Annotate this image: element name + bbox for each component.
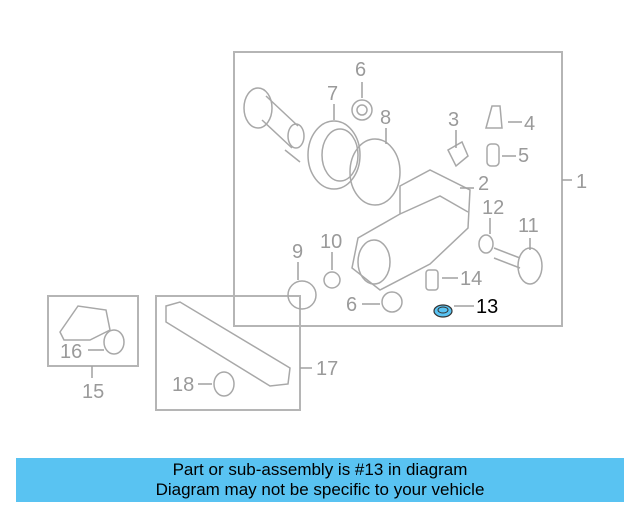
banner-line-2: Diagram may not be specific to your vehi… <box>155 480 485 499</box>
flange-part-11 <box>493 247 543 285</box>
bushing-part <box>351 99 373 121</box>
callout-9: 9 <box>292 241 303 263</box>
parts-diagram: 1 2 3 4 5 6 7 8 9 10 11 12 13 14 15 16 1… <box>47 51 587 411</box>
bracket-part <box>447 140 469 168</box>
sleeve-part-14 <box>425 269 439 291</box>
callout-17: 17 <box>316 358 338 380</box>
callout-18: 18 <box>172 374 194 396</box>
callout-11: 11 <box>518 215 539 237</box>
callout-5: 5 <box>518 145 529 167</box>
callout-8: 8 <box>380 107 391 129</box>
callout-10: 10 <box>320 231 342 253</box>
crossmember-assembly-box <box>155 295 301 411</box>
callout-2: 2 <box>478 173 489 195</box>
o-ring-part <box>349 138 401 206</box>
callout-7: 7 <box>327 83 338 105</box>
callout-13: 13 <box>476 296 498 318</box>
crossmember-part <box>165 301 291 387</box>
callout-6-top: 6 <box>355 59 366 81</box>
seal-part-12 <box>478 234 494 254</box>
callout-4: 4 <box>524 113 535 135</box>
callout-15: 15 <box>82 381 104 403</box>
output-shaft-part <box>243 87 305 163</box>
sleeve-part <box>486 143 500 167</box>
banner-line-1: Part or sub-assembly is #13 in diagram <box>172 460 468 479</box>
differential-housing-part <box>351 169 471 291</box>
highlighted-part-13 <box>433 304 453 318</box>
callout-14: 14 <box>460 268 482 290</box>
bushing-part-18 <box>213 371 235 397</box>
callout-16: 16 <box>60 341 82 363</box>
main-assembly-box <box>233 51 563 327</box>
bushing-part-6b <box>381 291 403 313</box>
seal-part-10 <box>323 271 341 289</box>
callout-3: 3 <box>448 109 459 131</box>
cap-part <box>485 105 503 129</box>
callout-12: 12 <box>482 197 504 219</box>
callout-6-bottom: 6 <box>346 294 357 316</box>
mount-bracket-part <box>59 305 125 355</box>
ring-gear-part <box>307 120 361 190</box>
info-banner: Part or sub-assembly is #13 in diagram D… <box>16 458 624 502</box>
mount-assembly-box <box>47 295 139 367</box>
callout-1: 1 <box>576 171 587 193</box>
flange-part-9 <box>287 280 317 310</box>
